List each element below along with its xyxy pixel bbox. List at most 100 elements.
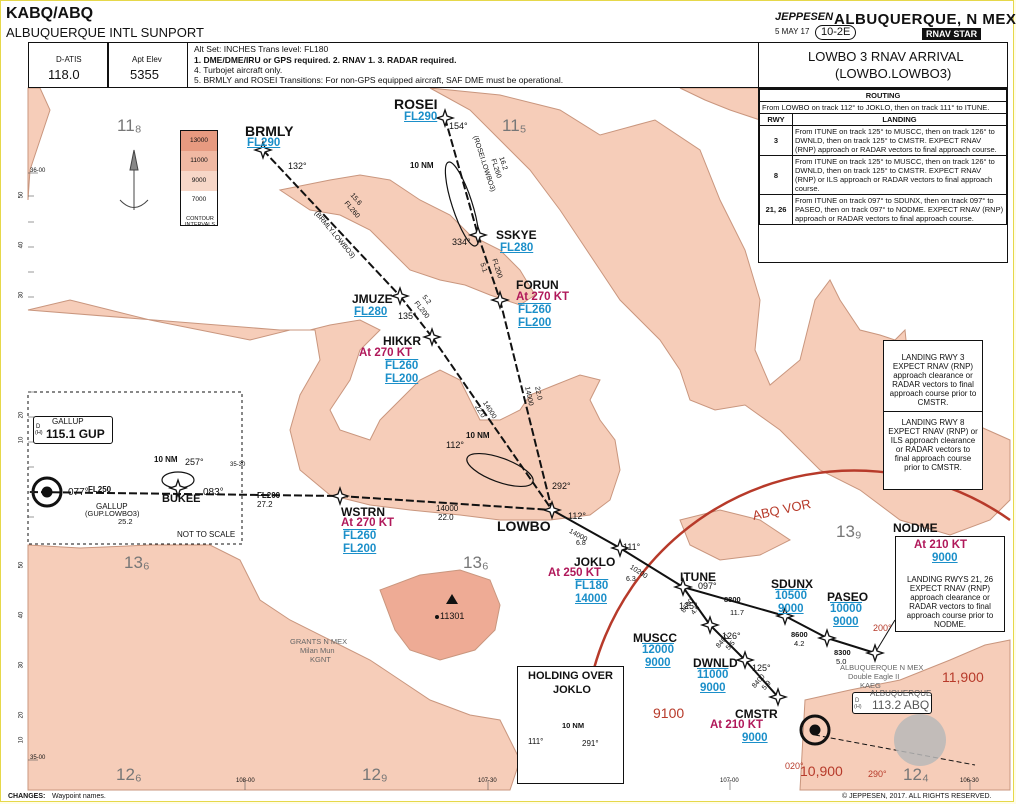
waypoint-muscc-marker xyxy=(699,614,721,636)
muscc-alt2: 9000 xyxy=(645,657,671,669)
holding-outbound: 291° xyxy=(582,739,599,748)
track-label: 154° xyxy=(449,121,468,131)
landing-note-rwy3: LANDING RWY 3 EXPECT RNAV (RNP) approach… xyxy=(884,341,982,412)
waypoint-sskye[interactable]: SSKYE xyxy=(496,228,537,242)
chart-type-badge: RNAV STAR xyxy=(922,28,982,40)
graticule xyxy=(28,172,971,790)
cmstr-speed: At 210 KT xyxy=(710,719,764,731)
waypoint-itune[interactable]: ITUNE xyxy=(680,570,716,584)
brmly-fl: FL290 xyxy=(247,137,281,149)
paseo-seg-alt: 8600 xyxy=(791,630,808,639)
changes-label: CHANGES: xyxy=(8,793,46,800)
track-label: 125° xyxy=(752,663,771,673)
hikkr-fl2: FL200 xyxy=(385,373,419,385)
jeppesen-logo: JEPPESEN xyxy=(775,11,834,23)
waypoint-nodme[interactable]: NODME xyxy=(893,521,938,535)
bukee-seg-fl: FL200 xyxy=(257,491,281,500)
lat-label: 10 xyxy=(18,436,25,444)
waypoint-hikkr-marker xyxy=(421,326,443,348)
waypoint-cmstr[interactable]: CMSTR xyxy=(735,707,778,721)
lat-label: 30 xyxy=(18,661,25,669)
lat-label: 40 xyxy=(18,611,25,619)
lat-label: 36-00 xyxy=(30,168,46,174)
grid-msa: 13₉ xyxy=(836,522,862,541)
waypoint-joklo[interactable]: JOKLO xyxy=(574,555,616,569)
paseo-seg-dist: 4.2 xyxy=(794,639,805,648)
peak-symbol xyxy=(435,594,458,619)
map-overlay-button xyxy=(894,714,946,766)
muscc-alt1: 12000 xyxy=(642,644,674,656)
abq-freq: 113.2 ABQ xyxy=(872,698,930,712)
airport-name: ALBUQUERQUE INTL SUNPORT xyxy=(6,25,204,40)
holding-inbound: 111° xyxy=(528,737,544,746)
abq-navaid-box[interactable] xyxy=(852,692,932,714)
lat-label: 30 xyxy=(18,291,25,299)
peak-elevation: 11301 xyxy=(440,611,465,621)
waypoint-bukee-marker xyxy=(167,477,189,499)
sskye-fl: FL280 xyxy=(500,242,534,254)
gallup-navaid-box[interactable] xyxy=(33,416,113,444)
airport-grants-name: Milan Mun xyxy=(300,646,335,655)
waypoint-lowbo[interactable]: LOWBO xyxy=(497,518,551,534)
nodme-note-box: LANDING RWYS 21, 26 EXPECT RNAV (RNP) ap… xyxy=(895,536,1005,632)
holding-title: HOLDING OVER xyxy=(528,670,613,682)
track-label: 083° xyxy=(203,487,224,498)
nodme-seg-dist: 5.0 xyxy=(836,657,847,666)
copyright: © JEPPESEN, 2017. ALL RIGHTS RESERVED. xyxy=(842,793,992,800)
track-label: 077° xyxy=(68,487,89,498)
chart-number: 10-2E xyxy=(815,25,857,40)
airport-grants-city: GRANTS N MEX xyxy=(290,637,348,646)
waypoint-forun[interactable]: FORUN xyxy=(516,278,559,292)
waypoint-brmly-marker xyxy=(252,139,274,161)
waypoint-muscc[interactable]: MUSCC xyxy=(633,631,677,645)
abq-vor-symbol xyxy=(799,714,831,746)
grid-msa: 12₄ xyxy=(903,765,929,784)
wstrn-seg-alt: 14000 xyxy=(436,504,459,513)
waypoint-hikkr[interactable]: HIKKR xyxy=(383,334,421,348)
gallup-d: D xyxy=(36,424,41,430)
holding-nm: 10 NM xyxy=(562,721,585,730)
waypoint-rosei[interactable]: ROSEI xyxy=(394,96,438,112)
jmuze-fl: FL280 xyxy=(354,306,388,318)
contour-legend: 13000 11000 9000 7000 xyxy=(180,130,218,226)
lat-label: 50 xyxy=(18,561,25,569)
forun-fl2: FL200 xyxy=(518,317,552,329)
grid-msa: 11₈ xyxy=(117,116,142,135)
landing-note-rwy8: LANDING RWY 8 EXPECT RNAV (RNP) or ILS a… xyxy=(888,418,978,472)
abq-d: D xyxy=(855,698,860,704)
contour-label: CONTOUR INTERVALS xyxy=(184,216,216,228)
waypoint-markers xyxy=(167,107,886,776)
hikkr-fl1: FL260 xyxy=(385,360,419,372)
abq-h: (H) xyxy=(854,704,862,710)
cmstr-alt1: 9000 xyxy=(742,732,768,744)
wstrn-fl2: FL200 xyxy=(343,543,377,555)
chart-date: 5 MAY 17 xyxy=(775,27,810,36)
contour-level: 9000 xyxy=(181,171,217,191)
waypoint-sdunx[interactable]: SDUNX xyxy=(771,577,814,591)
airport-aeg-city: ALBUQUERQUE N MEX xyxy=(840,663,924,672)
contour-level: 7000 xyxy=(181,191,217,209)
bukee-hold-nm: 10 NM xyxy=(154,455,178,464)
lon-label: 107-30 xyxy=(478,778,497,784)
procedure-title: LOWBO 3 RNAV ARRIVAL xyxy=(808,49,964,64)
elev-cell xyxy=(108,42,188,88)
waypoint-wstrn[interactable]: WSTRN xyxy=(341,505,385,519)
col-landing: LANDING xyxy=(792,113,1007,126)
north-arrow xyxy=(119,149,149,210)
inset-not-to-scale xyxy=(27,391,243,545)
waypoint-paseo[interactable]: PASEO xyxy=(827,590,869,604)
waypoint-jmuze[interactable]: JMUZE xyxy=(352,292,393,306)
waypoint-brmly[interactable]: BRMLY xyxy=(245,123,294,139)
waypoint-wstrn-marker xyxy=(329,485,351,507)
track-label: 135° xyxy=(398,311,417,321)
joklo-seg-dist: 6.8 xyxy=(576,540,586,547)
holding-fix: JOKLO xyxy=(553,684,591,696)
routing-table: ROUTING From LOWBO on track 112° to JOKL… xyxy=(758,88,1008,263)
waypoint-dwnld[interactable]: DWNLD xyxy=(693,656,738,670)
waypoint-bukee[interactable]: BUKEE xyxy=(162,493,201,505)
joklo-fl2: 14000 xyxy=(575,593,607,605)
contour-level: 11000 xyxy=(181,151,217,171)
not-to-scale-label: NOT TO SCALE xyxy=(177,530,236,539)
airport-aeg-code: KAEG xyxy=(860,681,881,690)
grid-msa: 13₆ xyxy=(124,553,150,572)
